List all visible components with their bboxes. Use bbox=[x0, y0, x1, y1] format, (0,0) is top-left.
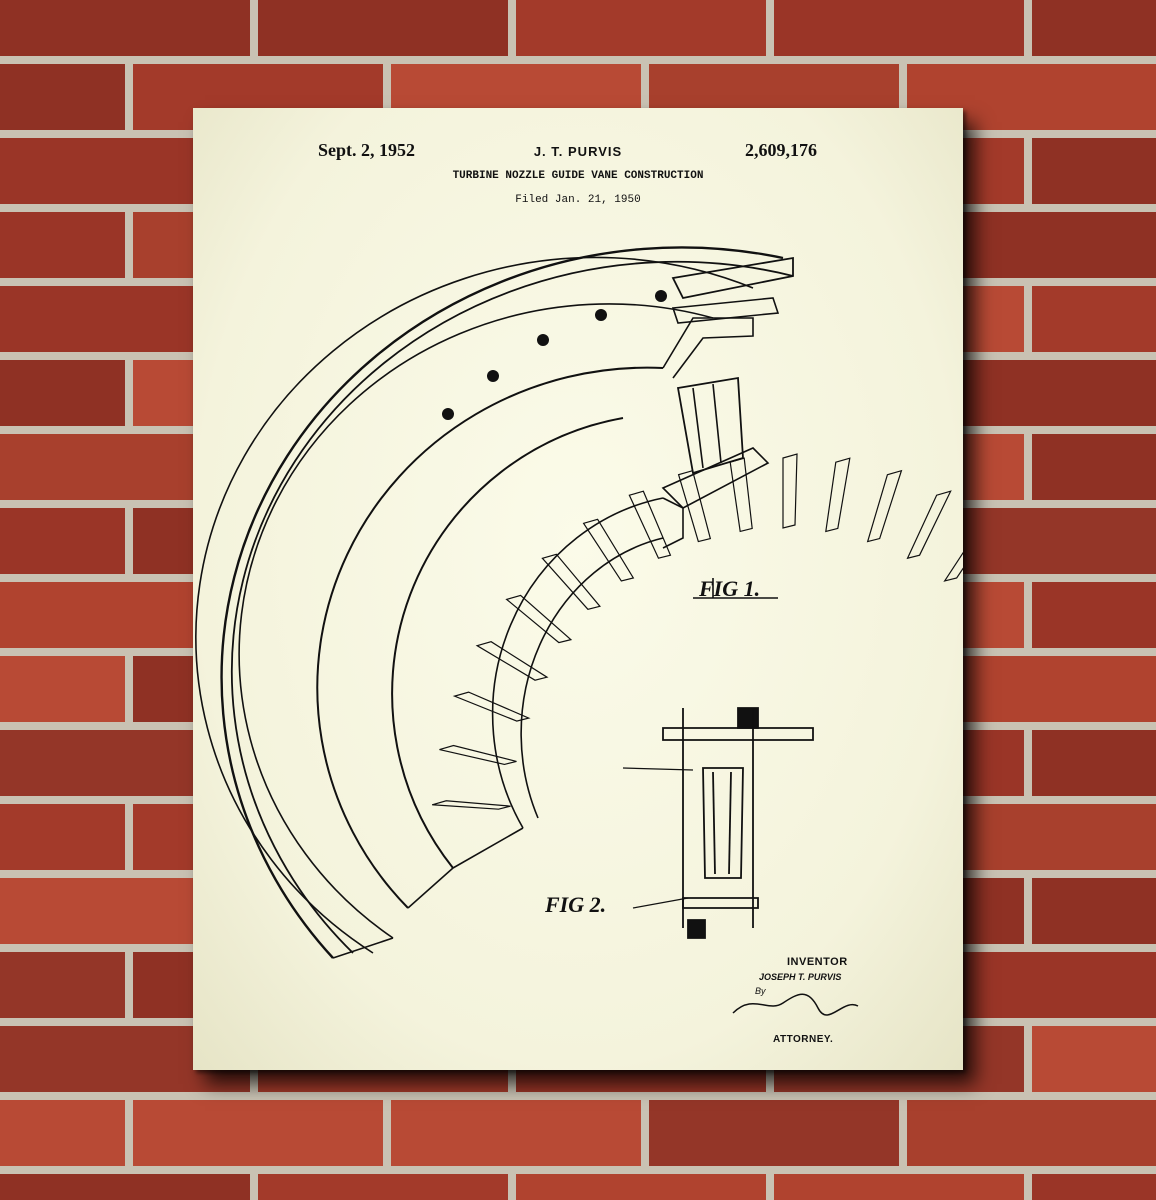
brick bbox=[0, 952, 125, 1018]
attorney-label: ATTORNEY. bbox=[773, 1034, 834, 1045]
brick bbox=[0, 1174, 250, 1200]
brick bbox=[1032, 286, 1156, 352]
vane-blade bbox=[432, 800, 511, 810]
brick bbox=[0, 360, 125, 426]
vane-blade bbox=[677, 469, 712, 543]
vane-blade bbox=[505, 594, 573, 644]
brick bbox=[258, 1174, 508, 1200]
brick bbox=[1032, 1174, 1156, 1200]
vane-blade bbox=[906, 490, 952, 560]
vane-blade bbox=[729, 457, 753, 533]
brick bbox=[0, 212, 125, 278]
bolt-icon bbox=[537, 334, 549, 346]
vane-blade bbox=[582, 518, 635, 582]
brick bbox=[1032, 730, 1156, 796]
brick bbox=[0, 804, 125, 870]
bolt-icon bbox=[595, 309, 607, 321]
brick bbox=[0, 64, 125, 130]
patent-date: Sept. 2, 1952 bbox=[318, 140, 416, 160]
turbine-nozzle-drawing bbox=[195, 246, 963, 1016]
brick bbox=[1032, 0, 1156, 56]
brick bbox=[774, 1174, 1024, 1200]
brick bbox=[0, 1100, 125, 1166]
patent-poster: Sept. 2, 1952 J. T. PURVIS 2,609,176 TUR… bbox=[193, 108, 963, 1070]
brick bbox=[907, 1100, 1156, 1166]
inventor-name: JOSEPH T. PURVIS bbox=[759, 972, 842, 982]
brick bbox=[774, 0, 1024, 56]
vane-blade bbox=[943, 551, 963, 582]
filed-date: Filed Jan. 21, 1950 bbox=[515, 194, 641, 206]
bolt-icon bbox=[487, 370, 499, 382]
brick bbox=[1032, 138, 1156, 204]
brick bbox=[1032, 1026, 1156, 1092]
vane-blade bbox=[782, 453, 798, 529]
inventor-heading: J. T. PURVIS bbox=[533, 144, 623, 159]
bolt-icon bbox=[442, 408, 454, 420]
brick bbox=[0, 656, 125, 722]
vane-blade bbox=[628, 490, 672, 559]
brick bbox=[649, 1100, 899, 1166]
patent-title: TURBINE NOZZLE GUIDE VANE CONSTRUCTION bbox=[452, 170, 704, 182]
brick bbox=[391, 1100, 641, 1166]
brick bbox=[258, 0, 508, 56]
fig-1-label: FIG 1. bbox=[699, 576, 761, 601]
patent-number: 2,609,176 bbox=[745, 140, 817, 160]
bolt-icon bbox=[655, 290, 667, 302]
inventor-label: INVENTOR bbox=[787, 956, 848, 968]
vane-blade bbox=[439, 744, 517, 766]
vane-blade bbox=[475, 641, 549, 681]
by-label: By bbox=[755, 986, 766, 996]
brick bbox=[1032, 434, 1156, 500]
brick bbox=[516, 0, 766, 56]
brick bbox=[0, 508, 125, 574]
brick bbox=[1032, 582, 1156, 648]
fig-2-label: FIG 2. bbox=[545, 892, 607, 917]
vane-blade bbox=[541, 553, 601, 610]
brick bbox=[133, 1100, 383, 1166]
brick bbox=[0, 0, 250, 56]
brick bbox=[1032, 878, 1156, 944]
vane-blade bbox=[866, 469, 903, 543]
vane-blade bbox=[825, 457, 851, 533]
vane-blade bbox=[452, 691, 531, 722]
brick bbox=[516, 1174, 766, 1200]
